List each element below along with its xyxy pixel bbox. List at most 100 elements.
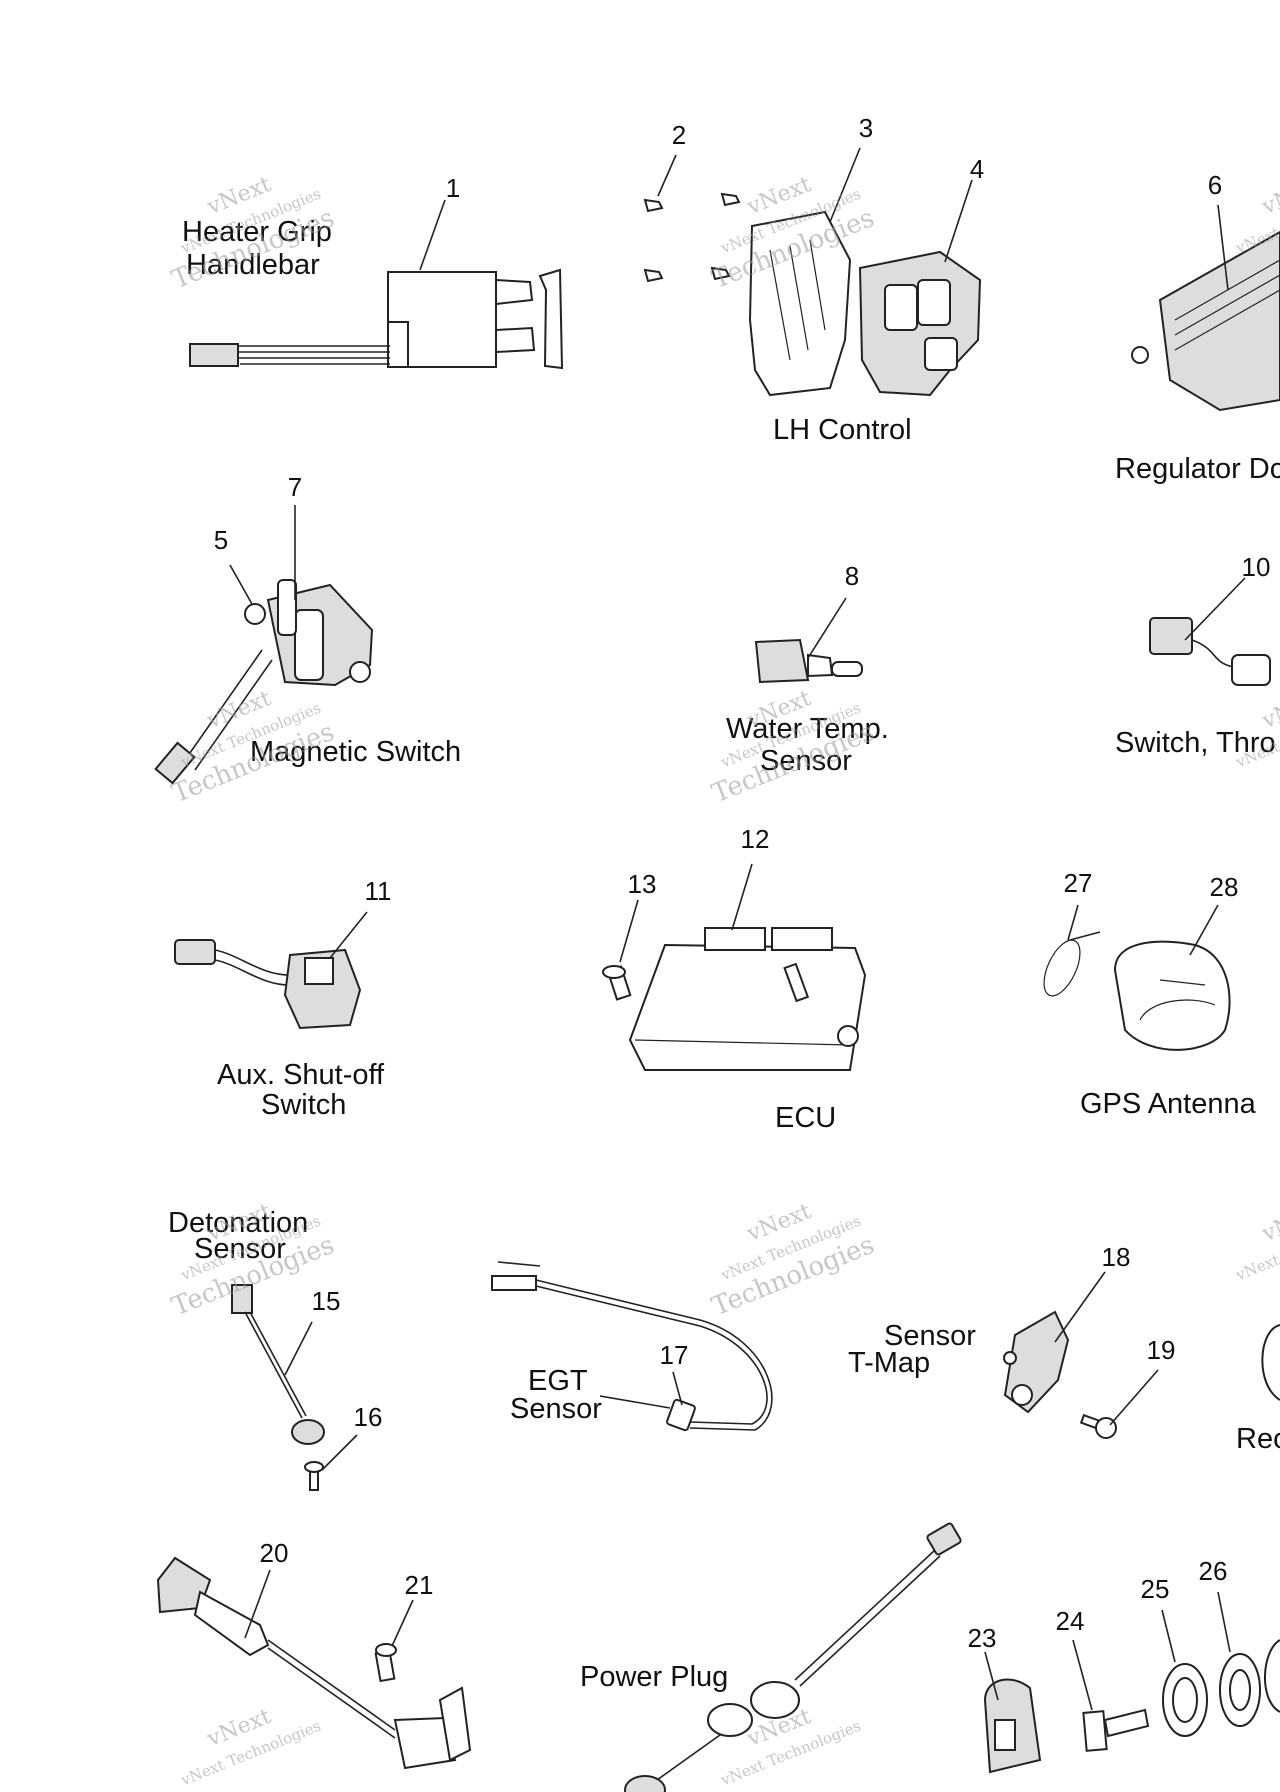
callout-5: 5: [214, 525, 228, 555]
leader-4: [944, 179, 973, 263]
caption-ecu: ECU: [775, 1102, 836, 1134]
svg-text:vNext: vNext: [1258, 172, 1280, 220]
caption-egt: EGT: [528, 1365, 588, 1397]
watermark-10: vNext vNext Technologies: [178, 1704, 324, 1790]
callout-26: 26: [1199, 1556, 1228, 1586]
callout-4: 4: [970, 154, 984, 184]
leader-20: [244, 1569, 271, 1639]
watermark-5: vNext vNext Technologies Technologies: [708, 686, 879, 809]
caption-detonation: Detonation: [168, 1207, 308, 1239]
caption-regulator: Regulator Dc: [1115, 453, 1280, 485]
part-ignition-switch: [983, 1678, 1042, 1774]
part-heater-grip-harness: [189, 268, 564, 370]
caption-water-temp: Water Temp.: [726, 713, 889, 745]
part-power-plug: [624, 1522, 962, 1792]
callout-1: 1: [446, 173, 460, 203]
callout-8: 8: [845, 561, 859, 591]
leader-24: [1072, 1639, 1093, 1711]
callout-17: 17: [660, 1340, 689, 1370]
caption-gps-antenna: GPS Antenna: [1080, 1088, 1257, 1120]
part-speed-sensor-bolt: [374, 1643, 397, 1683]
part-ignition-partial: [1264, 1639, 1280, 1713]
part-magnetic-switch: [154, 579, 374, 785]
caption-power-plug: Power Plug: [580, 1661, 728, 1693]
callout-19: 19: [1147, 1335, 1176, 1365]
caption-water-temp-sensor: Sensor: [760, 745, 852, 777]
part-regulator: [1131, 230, 1280, 412]
part-screws: [643, 192, 741, 283]
leader-17: [672, 1371, 683, 1406]
part-lh-control-bracket: [748, 210, 852, 397]
leader-1: [419, 199, 446, 271]
callout-20: 20: [260, 1538, 289, 1568]
part-throttle-switch: [1149, 617, 1271, 686]
caption-lh-control: LH Control: [773, 414, 912, 446]
caption-tmap-sensor: Sensor: [884, 1320, 976, 1352]
caption-aux-shutoff: Aux. Shut-off: [217, 1059, 385, 1091]
watermark-3: vNext vNext Technologies: [1233, 172, 1280, 258]
leader-21: [391, 1599, 414, 1647]
leader-8: [807, 597, 847, 659]
leader-2: [657, 154, 677, 197]
leader-3: [829, 147, 861, 223]
part-cable-tie: [1043, 931, 1101, 997]
caption-detonation-sensor: Sensor: [194, 1233, 286, 1265]
callout-23: 23: [968, 1623, 997, 1653]
leader-19: [1109, 1369, 1159, 1426]
caption-tmap: T-Map: [848, 1347, 930, 1379]
leader-25: [1161, 1609, 1176, 1663]
callout-7: 7: [288, 472, 302, 502]
callout-15: 15: [312, 1286, 341, 1316]
part-water-temp-sensor: [754, 638, 863, 684]
callout-3: 3: [859, 113, 873, 143]
watermark-4: vNext vNext Technologies Technologies: [168, 686, 339, 809]
callout-12: 12: [741, 824, 770, 854]
callout-11: 11: [365, 876, 392, 906]
leader-28: [1189, 904, 1219, 956]
callout-2: 2: [672, 120, 686, 150]
callout-27: 27: [1064, 868, 1093, 898]
callout-28: 28: [1210, 872, 1239, 902]
callout-18: 18: [1102, 1242, 1131, 1272]
part-ignition-nut: [1162, 1663, 1208, 1737]
part-ignition-washer: [1219, 1653, 1261, 1727]
caption-switch-throttle: Switch, Thro: [1115, 727, 1276, 759]
part-partial-right: [1261, 1324, 1280, 1401]
watermark-8: vNext vNext Technologies Technologies: [708, 1199, 879, 1322]
watermark-9: vNext vNext Technologies: [1233, 1199, 1280, 1285]
callout-6: 6: [1208, 170, 1222, 200]
caption-rec-partial: Rec: [1236, 1423, 1280, 1455]
part-egt-sensor: [491, 1261, 773, 1432]
leader-23: [984, 1651, 999, 1701]
part-aux-shutoff-switch: [174, 939, 362, 1030]
leader-16: [321, 1434, 358, 1471]
caption-heater-grip: Heater Grip: [182, 216, 332, 248]
part-ecu-bolt: [602, 965, 632, 1001]
leader-26: [1217, 1591, 1231, 1653]
leader-27: [1067, 904, 1079, 941]
part-tmap-screw: [1079, 1413, 1117, 1439]
caption-handlebar: Handlebar: [186, 249, 320, 281]
caption-magnetic-switch: Magnetic Switch: [250, 736, 461, 768]
part-key: [1082, 1708, 1150, 1752]
callout-21: 21: [405, 1570, 434, 1600]
part-gps-antenna: [1113, 940, 1231, 1051]
leader-13: [619, 899, 639, 963]
part-lh-control-switch: [858, 250, 982, 397]
callout-16: 16: [354, 1402, 383, 1432]
leader-18: [1054, 1271, 1106, 1343]
callout-24: 24: [1056, 1606, 1085, 1636]
svg-text:vNext: vNext: [1258, 1199, 1280, 1247]
callout-13: 13: [628, 869, 657, 899]
leader-10: [1184, 577, 1246, 641]
part-detonation-bolt: [304, 1461, 324, 1491]
caption-egt-sensor: Sensor: [510, 1393, 602, 1425]
leader-15: [284, 1321, 313, 1376]
part-tmap-sensor: [1003, 1310, 1070, 1414]
callout-10: 10: [1242, 552, 1271, 582]
leader-11: [329, 911, 368, 959]
part-ecu: [628, 927, 867, 1071]
leader-12: [731, 863, 753, 931]
caption-aux-shutoff-switch: Switch: [261, 1089, 346, 1121]
